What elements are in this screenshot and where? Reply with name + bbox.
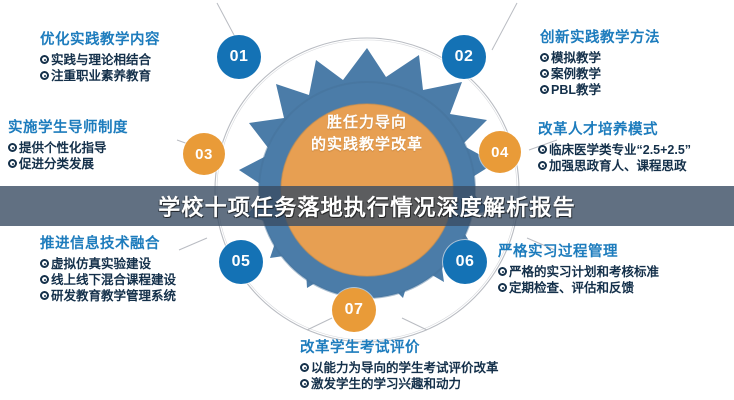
task-block-02-title: 创新实践教学方法 <box>540 30 660 46</box>
list-item: 严格的实习计划和考核标准 <box>498 264 659 280</box>
bullet-icon <box>540 85 549 94</box>
list-item-label: PBL教学 <box>551 83 602 97</box>
list-item: 研发教育教学管理系统 <box>40 288 176 304</box>
task-block-07-title: 改革学生考试评价 <box>300 340 420 356</box>
task-block-06-title: 严格实习过程管理 <box>498 244 618 260</box>
task-block-05: 推进信息技术融合 虚拟仿真实验建设 线上线下混合课程建设 研发教育教学管理系统 <box>40 232 176 304</box>
bullet-icon <box>8 143 17 152</box>
badge-01-label: 01 <box>229 48 249 65</box>
badge-02-label: 02 <box>454 48 474 65</box>
list-item: 案例教学 <box>540 66 660 82</box>
badge-02[interactable]: 02 <box>442 35 486 79</box>
list-item: 加强思政育人、课程思政 <box>538 158 691 174</box>
list-item: 以能力为导向的学生考试评价改革 <box>300 360 499 376</box>
list-item-label: 严格的实习计划和考核标准 <box>509 265 660 279</box>
badge-06[interactable]: 06 <box>443 240 487 284</box>
bullet-icon <box>40 71 49 80</box>
list-item-label: 临床医学类专业“2.5+2.5” <box>549 143 692 157</box>
badge-05[interactable]: 05 <box>219 240 263 284</box>
list-item-label: 实践与理论相结合 <box>51 53 152 67</box>
list-item: 提供个性化指导 <box>8 140 128 156</box>
list-item-label: 激发学生的学习兴趣和动力 <box>311 377 462 391</box>
bullet-icon <box>538 145 547 154</box>
bullet-icon <box>300 363 309 372</box>
task-block-01: 优化实践教学内容 实践与理论相结合 注重职业素养教育 <box>40 28 160 84</box>
bullet-icon <box>8 159 17 168</box>
badge-04-label: 04 <box>491 143 509 161</box>
bullet-icon <box>498 283 507 292</box>
task-block-06: 严格实习过程管理 严格的实习计划和考核标准 定期检查、评估和反馈 <box>498 240 659 296</box>
task-block-01-title: 优化实践教学内容 <box>40 32 160 48</box>
bullet-icon <box>40 291 49 300</box>
bullet-icon <box>40 275 49 284</box>
task-block-02: 创新实践教学方法 模拟教学 案例教学 PBL教学 <box>540 26 660 98</box>
list-item-label: 虚拟仿真实验建设 <box>51 257 152 271</box>
task-block-02-list: 模拟教学 案例教学 PBL教学 <box>540 50 660 98</box>
bullet-icon <box>538 161 547 170</box>
badge-03[interactable]: 03 <box>183 133 225 175</box>
list-item-label: 模拟教学 <box>551 51 602 65</box>
task-block-04: 改革人才培养模式 临床医学类专业“2.5+2.5” 加强思政育人、课程思政 <box>538 118 691 174</box>
bullet-icon <box>498 267 507 276</box>
bullet-icon <box>540 53 549 62</box>
list-item: 虚拟仿真实验建设 <box>40 256 176 272</box>
list-item: 注重职业素养教育 <box>40 68 160 84</box>
list-item: 促进分类发展 <box>8 156 128 172</box>
task-block-05-title: 推进信息技术融合 <box>40 236 160 252</box>
list-item: PBL教学 <box>540 82 660 98</box>
list-item: 模拟教学 <box>540 50 660 66</box>
task-block-04-title: 改革人才培养模式 <box>538 122 658 138</box>
task-block-06-list: 严格的实习计划和考核标准 定期检查、评估和反馈 <box>498 264 659 296</box>
bullet-icon <box>40 55 49 64</box>
task-block-05-list: 虚拟仿真实验建设 线上线下混合课程建设 研发教育教学管理系统 <box>40 256 176 304</box>
list-item-label: 加强思政育人、课程思政 <box>549 159 687 173</box>
list-item-label: 定期检查、评估和反馈 <box>509 281 635 295</box>
task-block-04-list: 临床医学类专业“2.5+2.5” 加强思政育人、课程思政 <box>538 142 691 174</box>
banner-title: 学校十项任务落地执行情况深度解析报告 <box>158 195 576 220</box>
list-item-label: 注重职业素养教育 <box>51 69 152 83</box>
task-block-03-title: 实施学生导师制度 <box>8 120 128 136</box>
badge-04[interactable]: 04 <box>479 131 521 173</box>
task-block-03: 实施学生导师制度 提供个性化指导 促进分类发展 <box>8 116 128 172</box>
badge-07-label: 07 <box>344 301 364 318</box>
list-item: 临床医学类专业“2.5+2.5” <box>538 142 691 158</box>
list-item: 实践与理论相结合 <box>40 52 160 68</box>
list-item: 激发学生的学习兴趣和动力 <box>300 376 499 392</box>
list-item: 定期检查、评估和反馈 <box>498 280 659 296</box>
list-item-label: 研发教育教学管理系统 <box>51 289 177 303</box>
list-item: 线上线下混合课程建设 <box>40 272 176 288</box>
bullet-icon <box>300 379 309 388</box>
badge-05-label: 05 <box>231 253 251 270</box>
bullet-icon <box>40 259 49 268</box>
list-item-label: 以能力为导向的学生考试评价改革 <box>311 361 499 375</box>
core-label-line-2: 的实践教学改革 <box>310 135 423 153</box>
badge-07[interactable]: 07 <box>332 288 376 332</box>
badge-01[interactable]: 01 <box>217 35 261 79</box>
task-block-07-list: 以能力为导向的学生考试评价改革 激发学生的学习兴趣和动力 <box>300 360 499 392</box>
list-item-label: 提供个性化指导 <box>19 141 107 155</box>
task-block-01-list: 实践与理论相结合 注重职业素养教育 <box>40 52 160 84</box>
list-item-label: 促进分类发展 <box>19 157 95 171</box>
bullet-icon <box>540 69 549 78</box>
badge-06-label: 06 <box>455 253 475 270</box>
title-banner: 学校十项任务落地执行情况深度解析报告 <box>0 186 734 226</box>
badge-03-label: 03 <box>195 145 213 163</box>
list-item-label: 线上线下混合课程建设 <box>51 273 177 287</box>
task-block-03-list: 提供个性化指导 促进分类发展 <box>8 140 128 172</box>
task-block-07: 改革学生考试评价 以能力为导向的学生考试评价改革 激发学生的学习兴趣和动力 <box>300 336 499 392</box>
core-label-line-1: 胜任力导向 <box>326 114 407 131</box>
core-label: 胜任力导向 的实践教学改革 <box>278 112 456 156</box>
list-item-label: 案例教学 <box>551 67 602 81</box>
